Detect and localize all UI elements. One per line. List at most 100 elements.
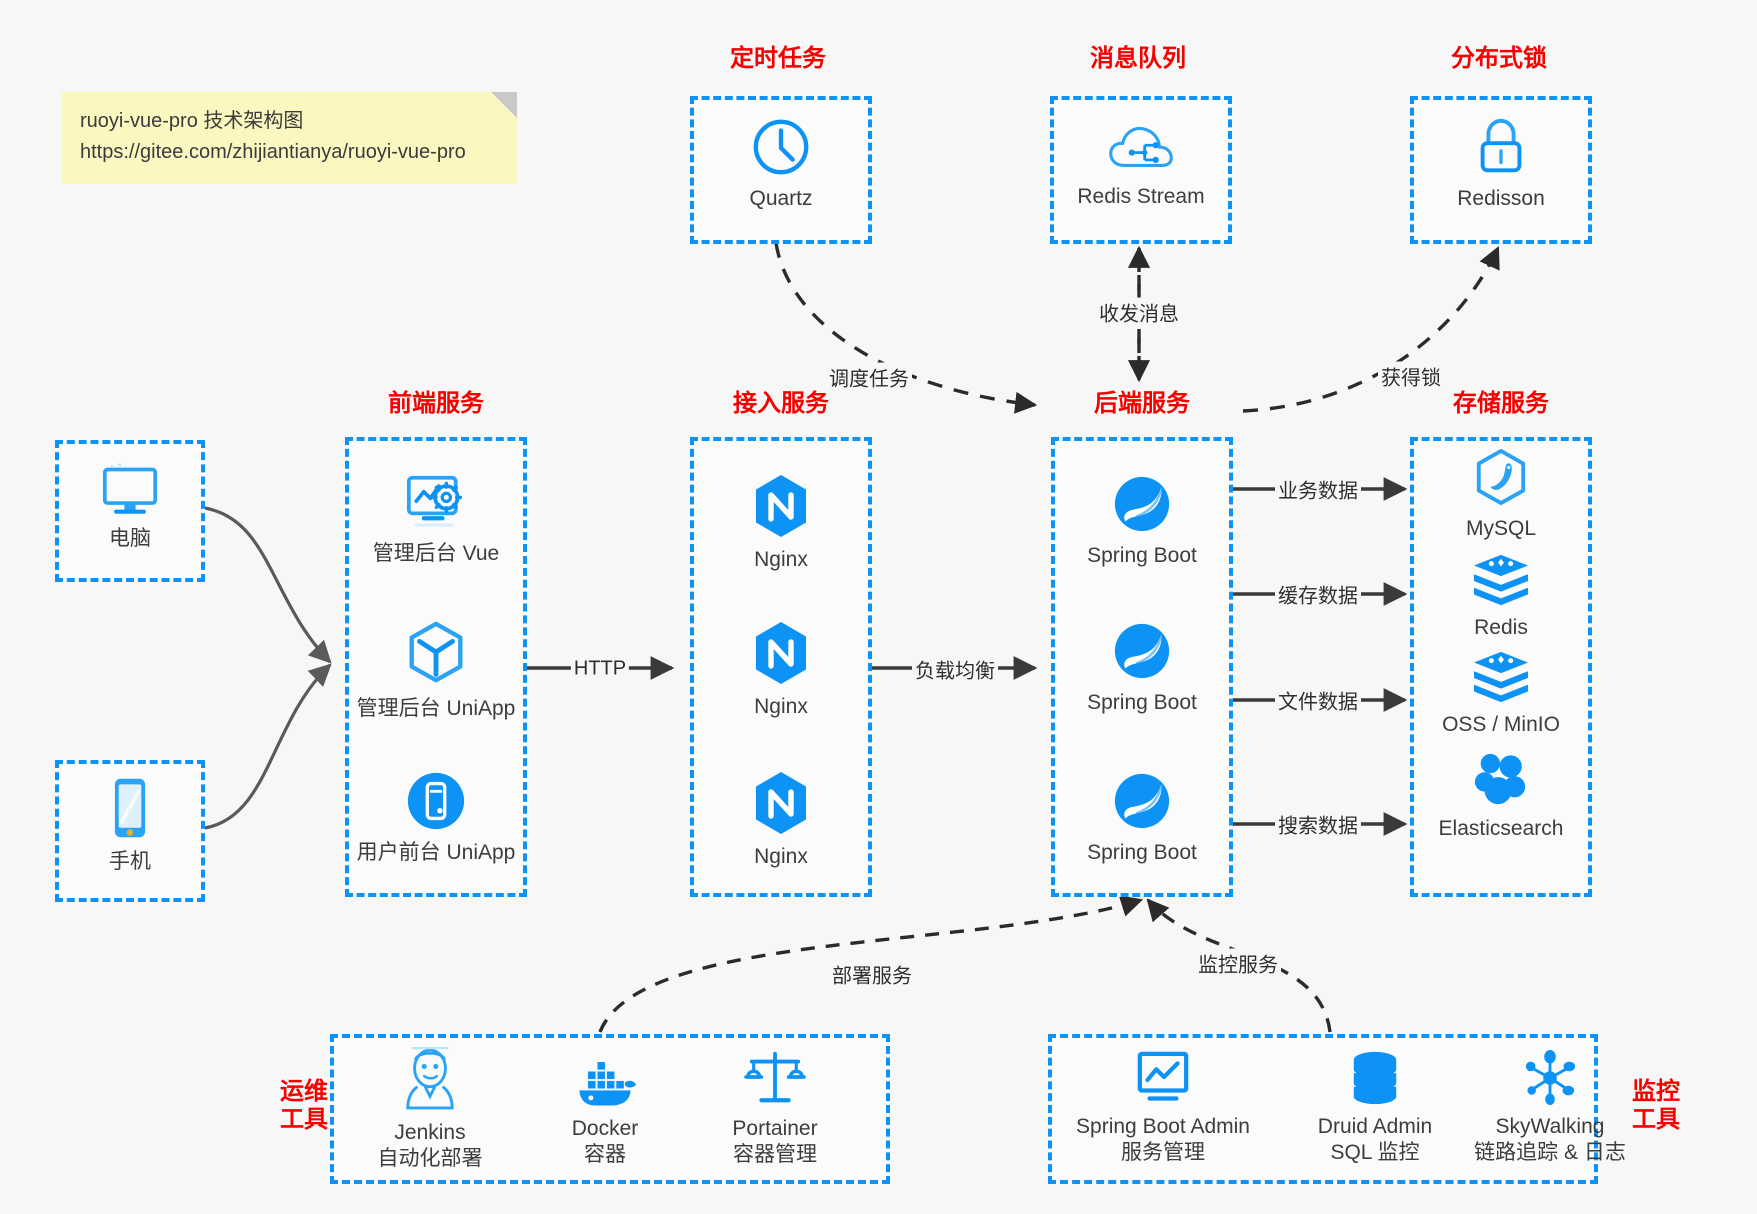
edge-label-business-data: 业务数据 bbox=[1275, 474, 1361, 504]
group-title-gateway: 接入服务 bbox=[733, 390, 829, 417]
group-title-scheduler: 定时任务 bbox=[730, 45, 826, 72]
node-redis[interactable]: Redis bbox=[1410, 553, 1592, 641]
redis-stack-icon bbox=[1470, 650, 1532, 704]
devops-title-line2: 工具 bbox=[280, 1106, 328, 1134]
node-sublabel: SQL 监控 bbox=[1330, 1141, 1420, 1165]
node-sublabel: 自动化部署 bbox=[377, 1147, 483, 1171]
note-line-title: ruoyi-vue-pro 技术架构图 bbox=[80, 110, 304, 132]
jenkins-butler-icon bbox=[402, 1046, 458, 1112]
node-sublabel: 容器管理 bbox=[733, 1143, 817, 1167]
edge-label-schedule-task: 调度任务 bbox=[826, 362, 912, 392]
cloud-stream-icon bbox=[1108, 120, 1174, 176]
node-sublabel: 容器 bbox=[584, 1143, 626, 1167]
node-label: Jenkins bbox=[394, 1121, 466, 1144]
node-springboot-1[interactable]: Spring Boot bbox=[1051, 473, 1233, 569]
devops-title-line1: 运维 bbox=[280, 1078, 328, 1105]
node-label: Redis Stream bbox=[1077, 185, 1205, 208]
group-title-mq: 消息队列 bbox=[1090, 45, 1186, 72]
nginx-icon bbox=[752, 620, 810, 686]
group-title-lock: 分布式锁 bbox=[1451, 45, 1547, 72]
edge-label-acquire-lock: 获得锁 bbox=[1378, 361, 1444, 391]
node-label: Redisson bbox=[1457, 187, 1545, 210]
node-label: OSS / MinIO bbox=[1442, 713, 1560, 736]
spring-leaf-icon bbox=[1111, 620, 1173, 682]
group-mq bbox=[1050, 96, 1232, 244]
node-quartz[interactable]: Quartz bbox=[690, 116, 872, 212]
node-redis-stream[interactable]: Redis Stream bbox=[1050, 120, 1232, 210]
mobile-circle-icon bbox=[405, 770, 467, 832]
edge-label-monitor-service: 监控服务 bbox=[1195, 948, 1281, 978]
group-title-devops: 运维 工具 bbox=[258, 1078, 350, 1135]
node-elasticsearch[interactable]: Elasticsearch bbox=[1410, 750, 1592, 842]
edge-label-send-receive-message: 收发消息 bbox=[1096, 297, 1182, 327]
hexagon-cube-icon bbox=[405, 620, 467, 688]
group-monitor bbox=[1048, 1034, 1598, 1184]
node-pc[interactable]: 电脑 bbox=[55, 462, 205, 552]
node-user-uniapp[interactable]: 用户前台 UniApp bbox=[345, 770, 527, 866]
monitor-title-line2: 工具 bbox=[1632, 1106, 1680, 1134]
node-spring-boot-admin[interactable]: Spring Boot Admin 服务管理 bbox=[1058, 1050, 1268, 1167]
dashboard-gear-icon bbox=[403, 473, 469, 533]
redis-stack-icon bbox=[1470, 553, 1532, 607]
node-label: 管理后台 Vue bbox=[372, 542, 500, 565]
sticky-note: ruoyi-vue-pro 技术架构图 https://gitee.com/zh… bbox=[62, 92, 517, 184]
node-sublabel: 链路追踪 & 日志 bbox=[1474, 1141, 1626, 1165]
mysql-dolphin-icon bbox=[1473, 448, 1529, 508]
edge-label-search-data: 搜索数据 bbox=[1275, 809, 1361, 839]
node-label: SkyWalking bbox=[1495, 1115, 1605, 1138]
elasticsearch-icon bbox=[1471, 750, 1531, 808]
node-nginx-3[interactable]: Nginx bbox=[690, 770, 872, 870]
node-mobile[interactable]: 手机 bbox=[55, 775, 205, 875]
node-label: Spring Boot bbox=[1087, 841, 1197, 864]
node-portainer[interactable]: Portainer 容器管理 bbox=[690, 1048, 860, 1169]
group-title-monitor: 监控 工具 bbox=[1610, 1078, 1702, 1135]
edge-label-file-data: 文件数据 bbox=[1275, 685, 1361, 715]
note-line-url: https://gitee.com/zhijiantianya/ruoyi-vu… bbox=[80, 141, 466, 163]
node-label: 管理后台 UniApp bbox=[356, 697, 516, 720]
node-admin-uniapp[interactable]: 管理后台 UniApp bbox=[345, 620, 527, 722]
node-jenkins[interactable]: Jenkins 自动化部署 bbox=[345, 1046, 515, 1173]
node-label: 用户前台 UniApp bbox=[356, 841, 516, 864]
edge-label-cache-data: 缓存数据 bbox=[1275, 579, 1361, 609]
node-label: Portainer bbox=[732, 1117, 818, 1140]
node-oss-minio[interactable]: OSS / MinIO bbox=[1410, 650, 1592, 738]
edge-label-http: HTTP bbox=[570, 657, 630, 681]
node-label: 手机 bbox=[109, 850, 151, 873]
spring-leaf-icon bbox=[1111, 473, 1173, 535]
node-label: Spring Boot bbox=[1087, 691, 1197, 714]
node-label: 电脑 bbox=[109, 527, 151, 550]
node-mysql[interactable]: MySQL bbox=[1410, 448, 1592, 542]
note-fold-corner bbox=[491, 92, 517, 118]
nginx-icon bbox=[752, 770, 810, 836]
node-redisson[interactable]: Redisson bbox=[1410, 116, 1592, 212]
node-label: MySQL bbox=[1465, 517, 1536, 540]
node-label: Elasticsearch bbox=[1438, 817, 1564, 840]
group-title-frontend: 前端服务 bbox=[388, 390, 484, 417]
node-docker[interactable]: Docker 容器 bbox=[520, 1052, 690, 1169]
skywalking-node-icon bbox=[1521, 1050, 1579, 1106]
node-springboot-2[interactable]: Spring Boot bbox=[1051, 620, 1233, 716]
database-icon bbox=[1347, 1050, 1403, 1106]
group-title-backend: 后端服务 bbox=[1094, 390, 1190, 417]
group-title-storage: 存储服务 bbox=[1453, 390, 1549, 417]
node-label: Nginx bbox=[754, 548, 808, 571]
node-admin-vue[interactable]: 管理后台 Vue bbox=[345, 473, 527, 567]
node-druid-admin[interactable]: Druid Admin SQL 监控 bbox=[1285, 1050, 1465, 1167]
monitor-title-line1: 监控 bbox=[1632, 1078, 1680, 1105]
desktop-icon bbox=[99, 462, 161, 518]
edge-label-deploy-service: 部署服务 bbox=[829, 959, 915, 989]
node-springboot-3[interactable]: Spring Boot bbox=[1051, 770, 1233, 866]
node-nginx-1[interactable]: Nginx bbox=[690, 473, 872, 573]
edge-label-load-balance: 负载均衡 bbox=[912, 654, 998, 684]
spring-leaf-icon bbox=[1111, 770, 1173, 832]
node-label: Druid Admin bbox=[1317, 1115, 1433, 1138]
node-nginx-2[interactable]: Nginx bbox=[690, 620, 872, 720]
node-skywalking[interactable]: SkyWalking 链路追踪 & 日志 bbox=[1450, 1050, 1650, 1167]
scales-icon bbox=[744, 1048, 806, 1108]
nginx-icon bbox=[752, 473, 810, 539]
node-label: Spring Boot Admin bbox=[1076, 1115, 1250, 1138]
clock-icon bbox=[750, 116, 812, 178]
node-label: Nginx bbox=[754, 845, 808, 868]
smartphone-icon bbox=[108, 775, 152, 841]
